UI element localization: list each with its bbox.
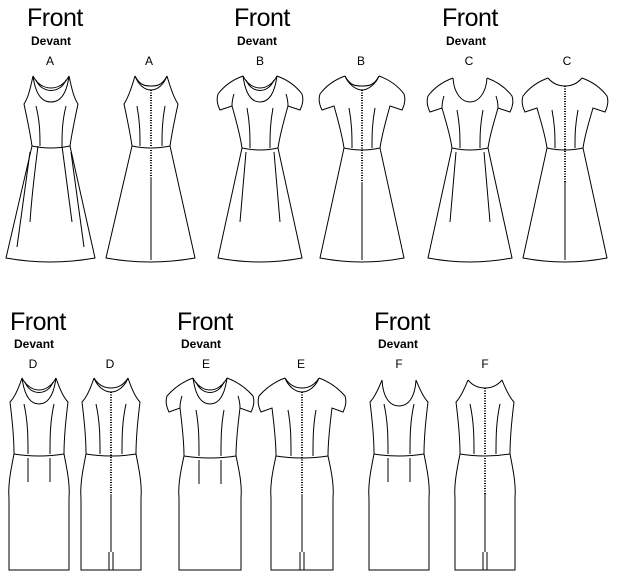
view-a-back-label: A	[144, 54, 153, 68]
dress-b-front-illustration	[216, 75, 304, 263]
view-e-back-label: E	[296, 357, 305, 371]
view-c-front-label: C	[464, 54, 474, 68]
group-b-title: Front	[234, 4, 290, 32]
view-c-back-label: C	[562, 54, 572, 68]
dress-e-back-illustration	[257, 377, 347, 571]
view-f-front-label: F	[395, 357, 403, 371]
group-a-subtitle: Devant	[31, 34, 72, 48]
group-c-subtitle: Devant	[446, 34, 487, 48]
view-d-back-label: D	[105, 357, 115, 371]
group-a-title: Front	[27, 4, 83, 32]
group-d-title: Front	[10, 308, 66, 336]
dress-c-front-illustration	[426, 77, 514, 263]
group-e-title: Front	[177, 308, 233, 336]
dress-b-back-illustration	[318, 75, 406, 263]
view-f-back-label: F	[481, 357, 489, 371]
group-c-title: Front	[442, 4, 498, 32]
dress-f-back-illustration	[454, 379, 516, 571]
group-f-subtitle: Devant	[378, 337, 419, 351]
group-d-subtitle: Devant	[14, 337, 55, 351]
dress-d-front-illustration	[8, 377, 70, 571]
dress-e-front-illustration	[165, 377, 255, 571]
dress-a-front-illustration	[5, 75, 96, 263]
view-b-back-label: B	[356, 54, 365, 68]
group-f-title: Front	[374, 308, 430, 336]
view-a-front-label: A	[45, 54, 54, 68]
view-e-front-label: E	[201, 357, 210, 371]
dress-c-back-illustration	[521, 77, 609, 263]
dress-f-front-illustration	[368, 379, 430, 571]
group-e-subtitle: Devant	[181, 337, 222, 351]
group-b-subtitle: Devant	[237, 34, 278, 48]
view-d-front-label: D	[28, 357, 38, 371]
dress-a-back-illustration	[105, 75, 196, 263]
dress-d-back-illustration	[80, 377, 142, 571]
view-b-front-label: B	[255, 54, 264, 68]
